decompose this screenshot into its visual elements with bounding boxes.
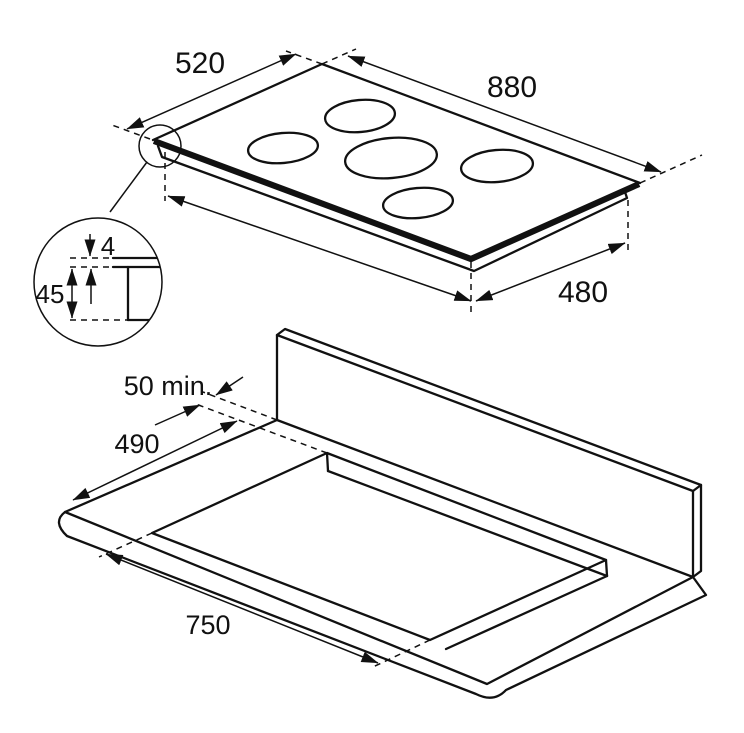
wall-clearance-label: 50 min.	[124, 371, 213, 401]
backsplash-panel	[275, 327, 703, 579]
detail-extension-lines	[70, 257, 127, 321]
burner-center	[343, 136, 439, 180]
dimension-line-480	[475, 242, 626, 302]
dimension-line-490	[72, 420, 238, 501]
worktop-isometric-view: 50 min. 490 750	[57, 327, 708, 699]
worktop-extension-lines	[98, 391, 431, 668]
burner-right	[459, 148, 535, 184]
dimension-line-880	[347, 55, 662, 173]
burner-zones	[246, 98, 535, 220]
body-depth-label: 45	[36, 279, 65, 309]
burner-top	[323, 98, 397, 134]
dimension-line-front-edge	[167, 195, 472, 302]
hob-extension-lines	[111, 48, 703, 313]
hob-isometric-view: 520 880 480	[109, 47, 703, 313]
dimension-line-520	[126, 53, 297, 130]
hob-front-width-label: 480	[558, 276, 608, 309]
dimension-line-750	[105, 553, 379, 664]
hob-glass-front-edge	[152, 138, 641, 263]
worktop-slab	[57, 418, 708, 699]
wall-clearance-arrow-lower	[154, 404, 201, 426]
burner-left	[246, 131, 320, 165]
burner-bottom	[381, 186, 455, 220]
hob-depth-label: 520	[175, 47, 225, 80]
cutout-depth-label: 490	[114, 429, 159, 459]
edge-detail-view: 4 45	[33, 217, 163, 347]
wall-clearance-arrow-upper	[215, 376, 244, 396]
cutout-length-label: 750	[185, 610, 230, 640]
glass-thickness-label: 4	[101, 231, 115, 261]
callout-leader-line	[109, 161, 148, 213]
hob-width-label: 880	[487, 71, 537, 104]
detail-circle	[33, 217, 163, 347]
hob-body-outline	[156, 144, 629, 273]
